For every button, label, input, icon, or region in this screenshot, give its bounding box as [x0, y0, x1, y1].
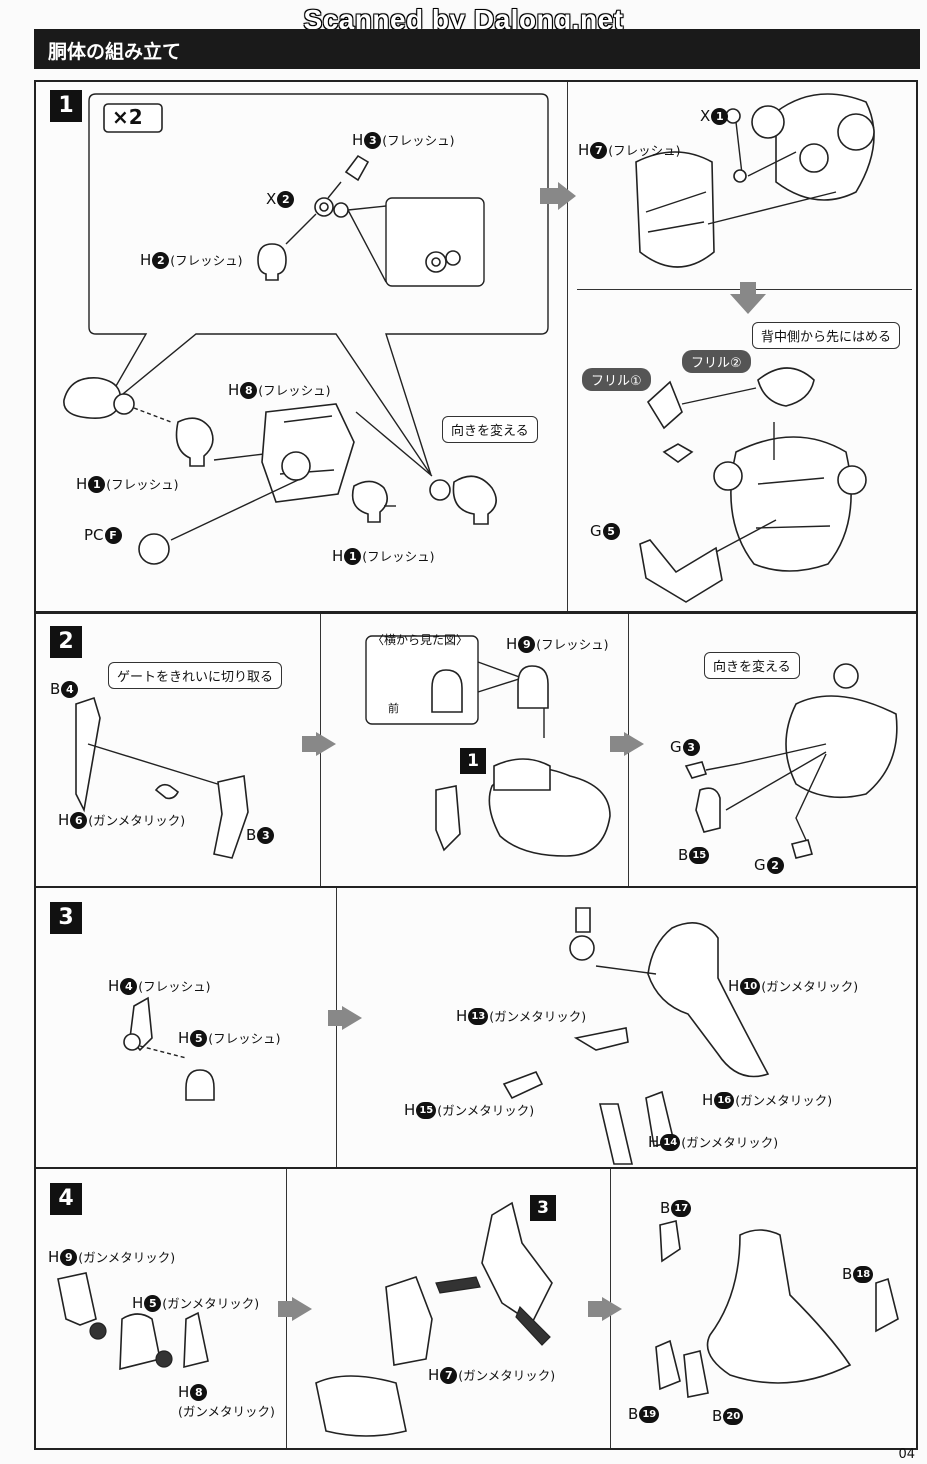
step-number: 3	[50, 902, 82, 934]
step-number: 4	[50, 1183, 82, 1215]
step-2-illustration	[75, 635, 898, 859]
callout-turn: 向きを変える	[704, 652, 800, 679]
step-1-illustration	[63, 93, 875, 603]
step-number: 2	[50, 626, 82, 658]
front-label: 前	[388, 702, 399, 715]
callout-turn: 向きを変える	[442, 416, 538, 443]
page-number: 04	[898, 1447, 915, 1462]
step-reference: 1	[460, 748, 486, 774]
step-1-section: 1	[34, 80, 918, 613]
frill-2-label: フリル②	[682, 350, 751, 373]
step-3-illustration	[123, 907, 770, 1165]
page-title-bar: 胴体の組み立て	[34, 29, 920, 69]
step-number: 1	[50, 90, 82, 122]
step-divider	[567, 82, 568, 611]
label-multiplier: ×2	[112, 105, 143, 129]
side-view-caption: 〈横から見た図〉	[372, 633, 469, 647]
frill-1-label: フリル①	[582, 368, 651, 391]
callout-gate: ゲートをきれいに切り取る	[108, 662, 283, 689]
step-reference: 3	[530, 1195, 556, 1221]
step-divider	[336, 888, 337, 1167]
step-4-illustration	[57, 1201, 899, 1437]
page-title: 胴体の組み立て	[48, 41, 182, 63]
callout-back-first: 背中側から先にはめる	[752, 322, 901, 349]
